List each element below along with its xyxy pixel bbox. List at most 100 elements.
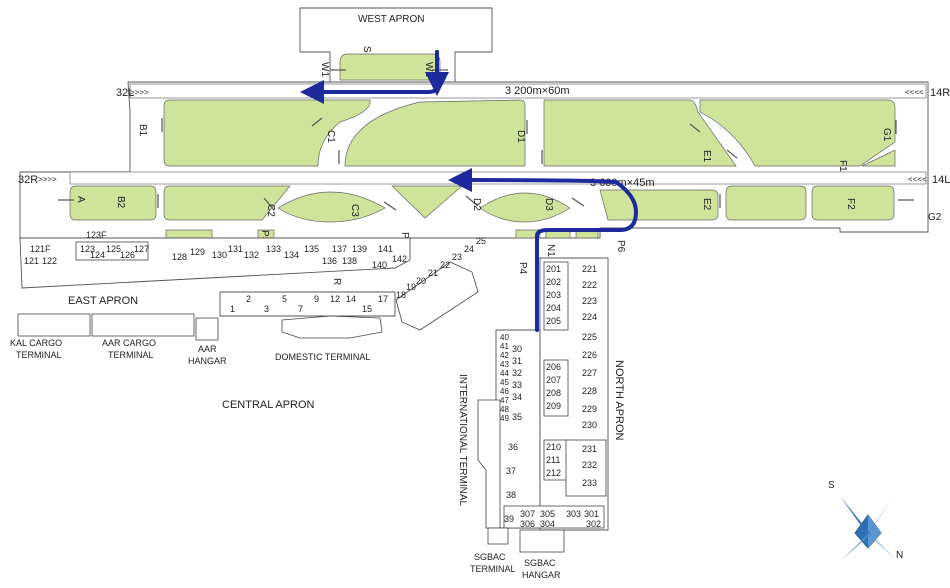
stand: 223	[582, 296, 597, 306]
stands-301-307-block	[503, 505, 605, 529]
north-apron-label: NORTH APRON	[613, 360, 625, 441]
stand: 19	[406, 282, 416, 292]
stand: 232	[582, 460, 597, 470]
twy-B2: B2	[115, 196, 126, 209]
stand: 32	[512, 368, 522, 378]
east-stands: 121F 121 122 123F 123 124 125 126 127 12…	[24, 230, 407, 270]
sgbac-terminal-building	[487, 527, 509, 545]
stands-231-233-block	[565, 439, 607, 497]
twy-C2: C2	[265, 204, 276, 217]
stand: 206	[546, 362, 561, 372]
stand: 207	[546, 375, 561, 385]
stand: 204	[546, 303, 561, 313]
grass-south-2	[163, 185, 291, 221]
runway-south-right-label: 14L	[932, 174, 950, 186]
stand: 43	[500, 360, 509, 369]
central-stands: 1 2 3 5 7 9 12 14 15 17 18 19 20 21 22 2…	[230, 236, 486, 314]
stand: 226	[582, 350, 597, 360]
aar-hangar-label-2: HANGAR	[188, 356, 227, 366]
stand: 142	[392, 254, 407, 264]
stand: 301	[584, 509, 599, 519]
stand: 121	[24, 256, 39, 266]
twy-P6: P6	[615, 240, 626, 253]
runway-north-left-label: 32L	[116, 87, 134, 99]
twy-W1: W1	[319, 62, 330, 77]
stand: 37	[506, 466, 516, 476]
stand: 304	[540, 519, 555, 529]
stand: 45	[500, 378, 509, 387]
stand: 5	[282, 294, 287, 304]
stand: 3	[264, 304, 269, 314]
runway-north	[129, 83, 927, 99]
stand: 229	[582, 404, 597, 414]
stand: 141	[378, 244, 393, 254]
stand: 22	[440, 260, 450, 270]
runway-south-left-label: 32R	[18, 174, 38, 186]
compass-n: N	[896, 550, 903, 561]
stand: 39	[504, 514, 514, 524]
domestic-terminal-building	[281, 315, 383, 339]
international-terminal-label: INTERNATIONAL TERMINAL	[457, 374, 468, 506]
stand: 140	[372, 260, 387, 270]
stand: 132	[244, 250, 259, 260]
stand: 231	[582, 444, 597, 454]
stand: 209	[546, 401, 561, 411]
twy-P: P	[399, 232, 410, 239]
sgbac-hangar-building	[519, 529, 565, 553]
stands-210-212-block	[543, 439, 569, 481]
stand: 44	[500, 369, 509, 378]
stand: 230	[582, 420, 597, 430]
compass-s: S	[828, 480, 835, 491]
stand: 137	[332, 244, 347, 254]
twy-D1: D1	[515, 130, 526, 143]
stand: 135	[304, 244, 319, 254]
runway-south	[69, 171, 927, 185]
stand: 7	[298, 304, 303, 314]
aar-cargo-label-2: TERMINAL	[108, 350, 154, 360]
aar-cargo-building	[91, 313, 195, 337]
stand: 306	[520, 519, 535, 529]
stand: 138	[342, 256, 357, 266]
stand: 18	[396, 290, 406, 300]
sgbac-terminal-label-2: TERMINAL	[470, 564, 516, 574]
grass-north-2	[344, 99, 526, 167]
aar-hangar-label-1: AAR	[198, 344, 217, 354]
stand: 23	[452, 252, 462, 262]
west-apron-label: WEST APRON	[358, 14, 425, 25]
grass-south-3	[277, 191, 386, 223]
grass-south-8	[811, 185, 895, 221]
stand: 221	[582, 264, 597, 274]
twy-R: R	[331, 278, 342, 285]
stand: 139	[352, 244, 367, 254]
aar-hangar-building	[195, 317, 219, 341]
stands-123-127-block	[75, 241, 149, 261]
stand: 17	[378, 294, 388, 304]
grass-north-1	[163, 99, 371, 167]
central-pier	[395, 261, 479, 331]
stand: 129	[190, 247, 205, 257]
twy-F1: F1	[837, 160, 848, 172]
stand: 49	[500, 414, 509, 423]
twy-E1: E1	[701, 150, 712, 163]
kal-cargo-label-1: KAL CARGO	[10, 338, 62, 348]
grass-north-4	[699, 99, 896, 167]
international-terminal-building	[477, 399, 501, 529]
stand: 20	[416, 276, 426, 286]
stand: 47	[500, 396, 509, 405]
stand: 134	[284, 250, 299, 260]
stand: 131	[228, 244, 243, 254]
stand: 303	[566, 509, 581, 519]
east-apron-label: EAST APRON	[68, 295, 138, 307]
stand: 36	[508, 442, 518, 452]
stand: 12	[330, 294, 340, 304]
stand: 228	[582, 386, 597, 396]
twy-C1: C1	[325, 130, 336, 143]
central-apron-label: CENTRAL APRON	[222, 399, 315, 411]
twy-C3: C3	[349, 204, 360, 217]
stand: 15	[362, 304, 372, 314]
twy-F2: F2	[845, 198, 856, 210]
aar-cargo-label-1: AAR CARGO	[102, 338, 156, 348]
sgbac-terminal-label-1: SGBAC	[474, 552, 506, 562]
stand: 227	[582, 368, 597, 378]
